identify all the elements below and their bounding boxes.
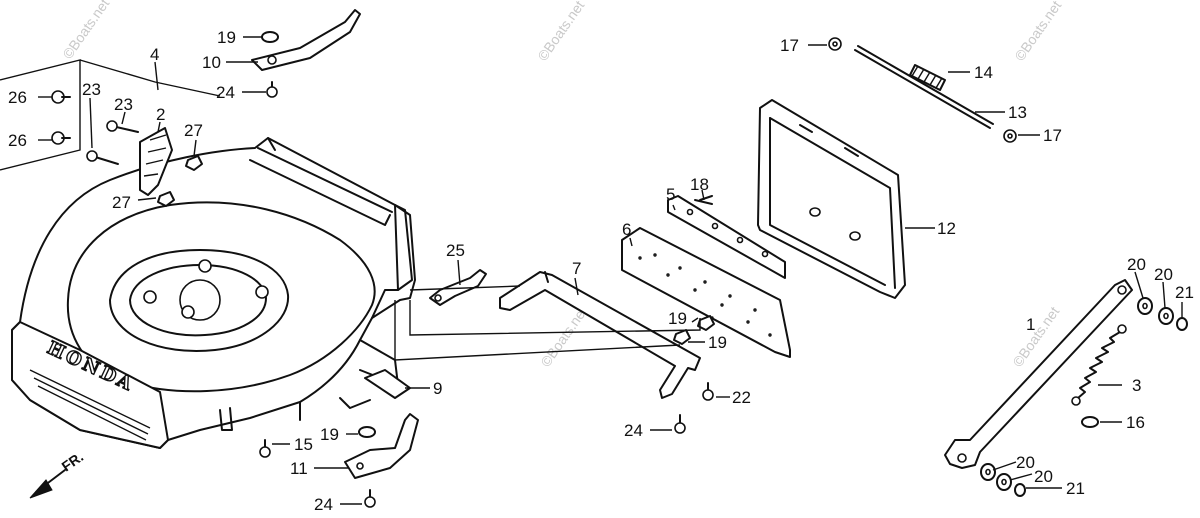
callout-19: 19 [708,333,727,352]
callout-27: 27 [112,193,131,212]
watermark-2: ©Boats.net [534,0,587,64]
handle-arm-1 [944,279,1133,469]
flap-frame-12 [757,99,906,299]
callout-23: 23 [114,95,133,114]
callout-13: 13 [1008,103,1027,122]
rod-13-spring-14 [828,37,1017,143]
bracket-frame-4 [0,59,221,171]
callout-24: 24 [624,421,643,440]
watermark-3: ©Boats.net [1011,0,1064,64]
callout-9: 9 [433,379,442,398]
callout-4: 4 [150,45,159,64]
callout-25: 25 [446,241,465,260]
callout-27: 27 [184,121,203,140]
callout-19: 19 [320,425,339,444]
callout-11: 11 [290,459,308,478]
callout-5: 5 [666,185,675,204]
callout-26: 26 [8,131,27,150]
callout-17: 17 [1043,126,1062,145]
fasteners [259,195,715,508]
mower-deck: HONDA [11,137,416,449]
bracket-11 [344,413,419,479]
callout-19: 19 [668,309,687,328]
plate-5 [667,195,786,279]
bracket-10 [251,9,361,98]
deflector-part-2 [139,127,173,196]
callout-20: 20 [1016,453,1035,472]
callout-20: 20 [1127,255,1146,274]
nuts-27 [157,155,203,207]
washers-20-21 [980,297,1188,497]
watermark-1: ©Boats.net [59,0,112,62]
bracket-25 [429,269,487,306]
callout-6: 6 [622,220,631,239]
callout-3: 3 [1132,376,1141,395]
callout-24: 24 [314,495,333,514]
callout-21: 21 [1066,479,1085,498]
callout-2: 2 [156,105,165,124]
callout-20: 20 [1034,467,1053,486]
flap-6 [621,227,791,358]
callout-23: 23 [82,80,101,99]
bracket-9 [339,369,411,409]
front-direction-arrow: FR. [29,448,86,499]
bolts-26 [51,90,71,145]
callout-18: 18 [690,175,709,194]
callout-14: 14 [974,63,993,82]
callout-26: 26 [8,88,27,107]
callout-24: 24 [216,83,235,102]
callout-7: 7 [572,259,581,278]
callout-21: 21 [1175,283,1194,302]
connection-lines [394,285,701,361]
callout-labels: 19 10 24 4 23 23 2 26 26 27 27 17 14 13 … [8,28,1194,514]
callout-22: 22 [732,388,751,407]
callout-17: 17 [780,36,799,55]
callout-1: 1 [1026,315,1035,334]
callout-10: 10 [202,53,221,72]
callout-15: 15 [294,435,313,454]
callout-20: 20 [1154,265,1173,284]
callout-12: 12 [937,219,956,238]
callout-16: 16 [1126,413,1145,432]
stud-bolts-23 [86,120,139,165]
callout-19: 19 [217,28,236,47]
watermark-5: ©Boats.net [537,304,590,370]
spring-3 [1071,324,1127,406]
leader-lines [38,36,1183,505]
